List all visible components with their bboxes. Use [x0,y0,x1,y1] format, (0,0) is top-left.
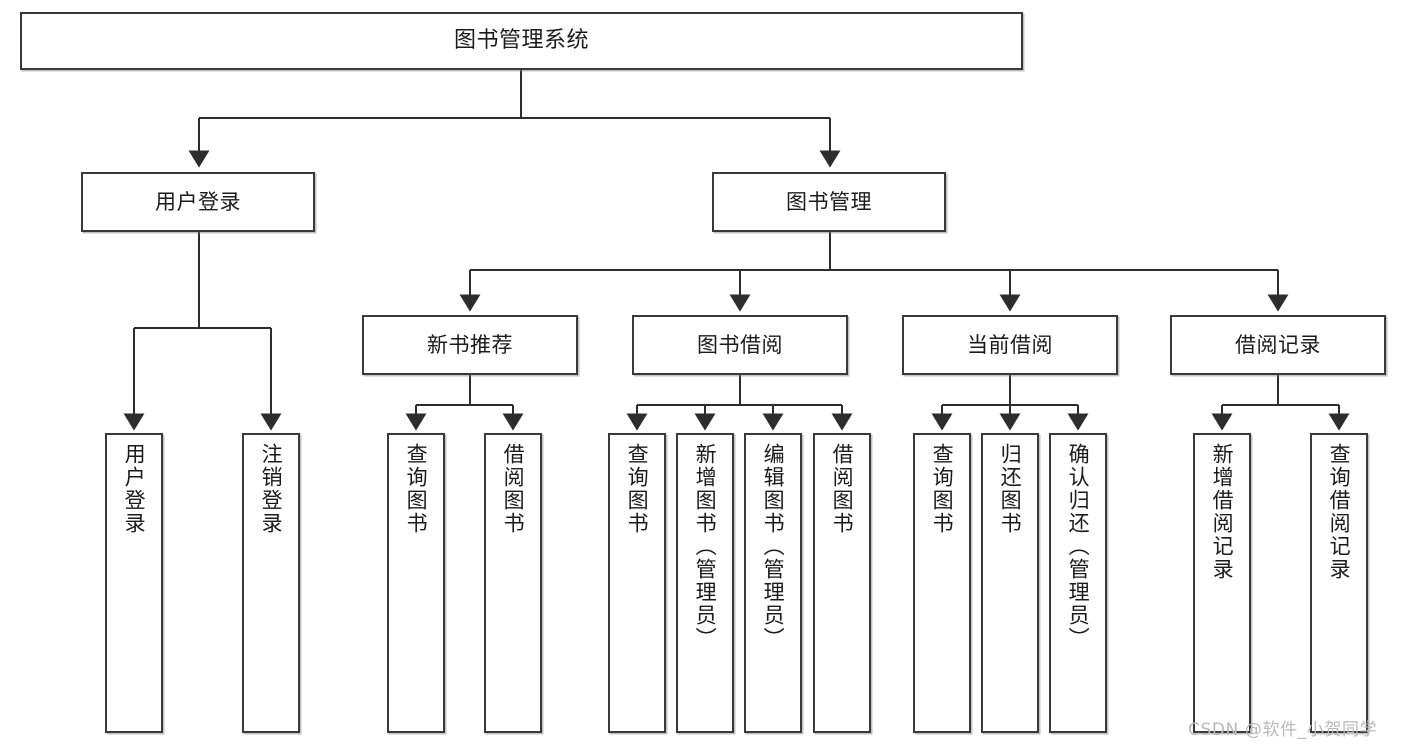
leaf-user-login-label: 用户登录 [122,443,147,535]
leaf-confirm-return[interactable]: 确认归还（管理员） [1049,433,1107,733]
leaf-query-book-3[interactable]: 查询图书 [913,433,971,733]
leaf-query-borrow-record-label: 查询借阅记录 [1327,443,1352,581]
node-book-manage[interactable]: 图书管理 [712,172,946,232]
node-new-book-recommend[interactable]: 新书推荐 [362,315,578,375]
node-new-book-recommend-label: 新书推荐 [427,332,513,357]
node-book-borrow-label: 图书借阅 [697,332,783,357]
node-book-manage-label: 图书管理 [786,189,872,214]
node-current-borrow[interactable]: 当前借阅 [902,315,1118,375]
leaf-return-book[interactable]: 归还图书 [981,433,1039,733]
node-user-login-label: 用户登录 [155,189,241,214]
leaf-borrow-book-2[interactable]: 借阅图书 [813,433,871,733]
leaf-query-book-3-label: 查询图书 [930,443,955,535]
node-borrow-record-label: 借阅记录 [1235,332,1321,357]
leaf-add-book-label: 新增图书（管理员） [693,443,718,650]
leaf-logout[interactable]: 注销登录 [242,433,300,733]
leaf-borrow-book-1-label: 借阅图书 [501,443,526,535]
leaf-confirm-return-label: 确认归还（管理员） [1066,443,1091,650]
node-current-borrow-label: 当前借阅 [967,332,1053,357]
node-book-borrow[interactable]: 图书借阅 [632,315,848,375]
leaf-query-book-1-label: 查询图书 [404,443,429,535]
leaf-query-book-2-label: 查询图书 [625,443,650,535]
leaf-query-book-2[interactable]: 查询图书 [608,433,666,733]
leaf-edit-book[interactable]: 编辑图书（管理员） [744,433,802,733]
leaf-borrow-book-1[interactable]: 借阅图书 [484,433,542,733]
node-borrow-record[interactable]: 借阅记录 [1170,315,1386,375]
node-root[interactable]: 图书管理系统 [20,12,1023,70]
leaf-return-book-label: 归还图书 [998,443,1023,535]
leaf-borrow-book-2-label: 借阅图书 [830,443,855,535]
leaf-query-borrow-record[interactable]: 查询借阅记录 [1310,433,1368,733]
leaf-edit-book-label: 编辑图书（管理员） [761,443,786,650]
leaf-add-borrow-record[interactable]: 新增借阅记录 [1193,433,1251,733]
node-user-login[interactable]: 用户登录 [81,172,315,232]
watermark: CSDN @软件_小贺同学 [1188,720,1378,740]
leaf-add-borrow-record-label: 新增借阅记录 [1210,443,1235,581]
leaf-logout-label: 注销登录 [259,443,284,535]
node-root-label: 图书管理系统 [453,28,589,54]
leaf-user-login[interactable]: 用户登录 [105,433,163,733]
leaf-add-book[interactable]: 新增图书（管理员） [676,433,734,733]
leaf-query-book-1[interactable]: 查询图书 [387,433,445,733]
